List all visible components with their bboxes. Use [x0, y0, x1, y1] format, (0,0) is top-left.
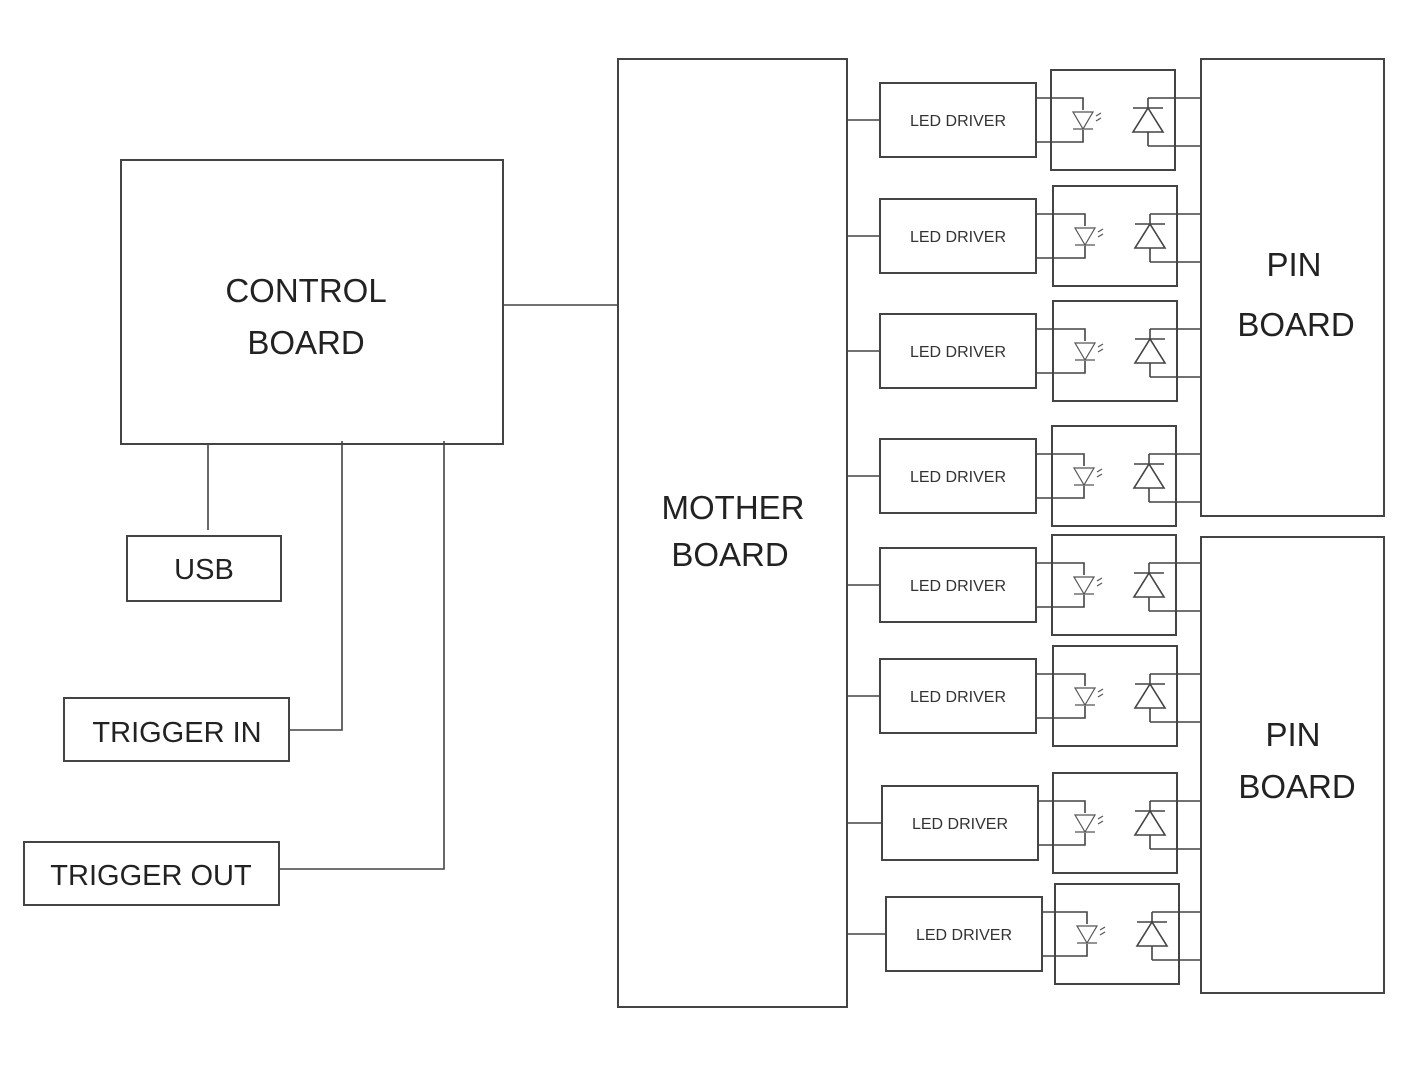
photodiode-icon	[1133, 329, 1167, 377]
led-channel: LED DRIVER	[847, 425, 1201, 527]
led-channel: LED DRIVER	[847, 300, 1201, 402]
usb-label: USB	[174, 554, 234, 586]
trigger-out-wire	[279, 441, 445, 870]
pin-board-top-label-line2: BOARD	[1237, 306, 1354, 343]
led-channel: LED DRIVER	[847, 883, 1201, 985]
led-icon	[1075, 925, 1106, 945]
led-icon	[1073, 342, 1104, 362]
led-driver-label: LED DRIVER	[910, 229, 1006, 246]
driver-led-wire-top	[1042, 911, 1088, 924]
usb-block: USB	[126, 535, 282, 602]
pin-board-bottom-label-line2: BOARD	[1238, 768, 1355, 805]
driver-led-wire-bottom	[1036, 595, 1085, 608]
led-driver-label: LED DRIVER	[910, 344, 1006, 361]
led-driver-box	[885, 896, 1043, 972]
control-board-label-line1: CONTROL	[225, 272, 386, 309]
pin-board-top-label-line1: PIN	[1266, 246, 1321, 283]
driver-led-wire-bottom	[1038, 833, 1086, 846]
led-icon	[1073, 227, 1104, 247]
photodiode-icon	[1133, 214, 1167, 262]
led-icon	[1071, 111, 1102, 131]
control-board: CONTROL BOARD	[120, 159, 504, 445]
driver-led-wire-bottom	[1036, 246, 1086, 259]
driver-led-wire-top	[1036, 673, 1086, 686]
led-icon	[1072, 576, 1103, 596]
led-driver-box	[881, 785, 1039, 861]
mother-board-label-line1: MOTHER	[662, 489, 805, 526]
led-channels: LED DRIVER LED DRIVER LED DRIVER LED DRIVER…	[847, 69, 1201, 985]
led-driver-box	[879, 313, 1037, 389]
led-icon	[1073, 814, 1104, 834]
pin-board-bottom-label-line1: PIN	[1265, 716, 1320, 753]
led-driver-label: LED DRIVER	[910, 578, 1006, 595]
pin-board-bottom: PIN BOARD	[1200, 536, 1385, 994]
driver-led-wire-top	[1036, 213, 1086, 226]
photodiode-icon	[1135, 912, 1169, 960]
pin-board-top: PIN BOARD	[1200, 58, 1385, 517]
led-driver-label: LED DRIVER	[912, 816, 1008, 833]
trigger-out-label: TRIGGER OUT	[50, 860, 252, 892]
trigger-in-label: TRIGGER IN	[92, 717, 261, 749]
driver-led-wire-top	[1036, 453, 1085, 466]
driver-led-wire-bottom	[1042, 944, 1088, 957]
driver-led-wire-top	[1036, 97, 1084, 110]
driver-led-wire-top	[1036, 562, 1085, 575]
led-icon	[1072, 467, 1103, 487]
driver-led-wire-bottom	[1036, 130, 1084, 143]
photodiode-icon	[1132, 563, 1166, 611]
led-driver-label: LED DRIVER	[910, 469, 1006, 486]
photodiode-icon	[1132, 454, 1166, 502]
led-driver-label: LED DRIVER	[910, 689, 1006, 706]
trigger-in-block: TRIGGER IN	[63, 697, 290, 762]
trigger-in-wire	[289, 441, 343, 731]
led-channel: LED DRIVER	[847, 645, 1201, 747]
control-board-label-line2: BOARD	[247, 324, 364, 361]
photodiode-icon	[1133, 674, 1167, 722]
photodiode-icon	[1133, 801, 1167, 849]
led-icon	[1073, 687, 1104, 707]
led-channel: LED DRIVER	[847, 534, 1201, 636]
photodiode-icon	[1131, 98, 1165, 146]
led-channel: LED DRIVER	[847, 69, 1201, 171]
driver-led-wire-bottom	[1036, 706, 1086, 719]
led-driver-box	[879, 82, 1037, 158]
led-driver-label: LED DRIVER	[910, 113, 1006, 130]
led-channel: LED DRIVER	[847, 772, 1201, 874]
driver-led-wire-bottom	[1036, 361, 1086, 374]
driver-led-wire-top	[1036, 328, 1086, 341]
driver-led-wire-bottom	[1036, 486, 1085, 499]
mother-board-label-line2: BOARD	[671, 536, 788, 573]
mother-board: MOTHER BOARD	[617, 58, 848, 1008]
trigger-out-block: TRIGGER OUT	[23, 841, 280, 906]
led-driver-box	[879, 547, 1037, 623]
led-driver-box	[879, 658, 1037, 734]
driver-led-wire-top	[1038, 800, 1086, 813]
led-driver-label: LED DRIVER	[916, 927, 1012, 944]
led-channel: LED DRIVER	[847, 185, 1201, 287]
control-board-wires	[207, 304, 618, 870]
led-driver-box	[879, 438, 1037, 514]
opto-module-box	[1052, 645, 1178, 747]
led-driver-box	[879, 198, 1037, 274]
